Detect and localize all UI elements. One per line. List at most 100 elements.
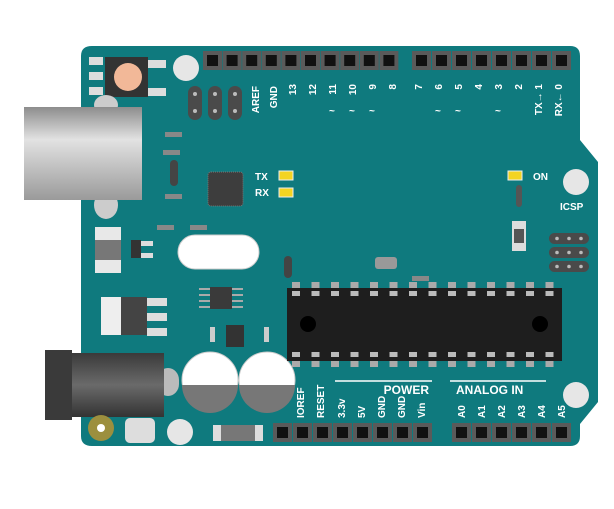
analog-header-pin[interactable] [512,423,531,442]
analog-in-title: ANALOG IN [456,383,523,397]
power-header-pin[interactable] [333,423,352,442]
digital-header-pin[interactable] [552,51,571,70]
digital-header-pin[interactable] [512,51,531,70]
chip-pin [350,291,359,296]
chip-pin [487,291,495,296]
power-header-pin[interactable] [393,423,412,442]
analog-header-pin[interactable] [532,423,551,442]
analog-header-pin[interactable] [492,423,511,442]
digital-header-pin[interactable] [261,51,281,70]
chip-pin [487,361,495,367]
power-header-pin[interactable] [373,423,392,442]
digital-pin-label: 10 [348,84,359,96]
digital-header-pin[interactable] [281,51,301,70]
chip-pin [350,282,359,288]
power-header-pin[interactable] [313,423,332,442]
digital-header-pin[interactable] [359,51,379,70]
digital-header-pin[interactable] [320,51,340,70]
digital-pin-label: RX← 0 [554,84,565,117]
icsp-header[interactable] [549,233,589,272]
chip-pin [506,361,515,367]
chip-pin [428,282,437,288]
reset-button[interactable] [89,57,166,97]
usb-connector [24,95,142,219]
digital-pin-label: 3 [494,84,505,90]
chip-pin [467,361,476,367]
chip-pin [389,352,398,357]
analog-header-pin[interactable] [472,423,491,442]
on-led-label: ON [533,172,548,183]
digital-header-pin[interactable] [532,51,551,70]
rx-led-label: RX [255,188,269,199]
chip-pin [311,282,320,288]
chip-pin [350,361,359,367]
regulators [95,227,243,336]
analog-header-pin[interactable] [452,423,471,442]
electrolytic-capacitors [181,351,296,413]
digital-header-pin[interactable] [432,51,451,70]
chip-pin [331,282,339,288]
pwm-mark: ~ [329,106,335,117]
analog-pin-label: A0 [457,405,468,418]
digital-pin-label: 5 [454,84,465,90]
crystal-oscillator [177,234,260,270]
digital-pin-label: GND [269,86,280,108]
led-indicators [278,170,523,198]
digital-header-pin[interactable] [242,51,262,70]
digital-header-pin[interactable] [203,51,222,70]
digital-header-pin[interactable] [472,51,491,70]
digital-header-pin[interactable] [340,51,360,70]
chip-pin [331,361,339,367]
power-header-pin[interactable] [413,423,432,442]
digital-pin-label: 13 [288,84,299,96]
power-title: POWER [384,383,430,397]
chip-pin [370,352,378,357]
atmega-chip [287,282,562,367]
analog-pin-label: A1 [477,405,488,418]
chip-pin [331,291,339,296]
chip-pin [292,352,300,357]
power-pin-label: 3.3v [337,398,348,418]
digital-header-pin[interactable] [222,51,242,70]
chip-pin [389,361,398,367]
chip-pin [311,361,320,367]
power-pin-label: 5V [357,405,368,418]
chip-pin [526,291,534,296]
analog-pin-label: A4 [537,405,548,418]
digital-header-pin[interactable] [452,51,471,70]
tx-led-label: TX [255,172,268,183]
chip-pin [311,352,320,357]
chip-pin [389,291,398,296]
digital-header-pin[interactable] [412,51,431,70]
pwm-mark: ~ [495,106,501,117]
chip-pin [428,361,437,367]
chip-pin [428,291,437,296]
chip-pin [506,352,515,357]
power-header-pin[interactable] [293,423,312,442]
chip-pin [506,291,515,296]
power-header-pin[interactable] [353,423,372,442]
power-pin-label: GND [397,396,408,418]
digital-pin-label: 11 [328,84,339,95]
chip-pin [389,282,398,288]
chip-pin [292,361,300,367]
digital-pin-label: 8 [388,84,399,90]
digital-pin-label: 9 [368,84,379,90]
chip-pin [487,352,495,357]
chip-pin [370,282,378,288]
chip-pin [448,352,456,357]
power-header-pin[interactable] [273,423,292,442]
digital-header-pin[interactable] [379,51,399,70]
jumper-pins [188,86,242,120]
digital-header-pin[interactable] [301,51,320,70]
chip-pin [506,282,515,288]
chip-pin [487,282,495,288]
chip-pin [292,291,300,296]
power-pin-label: GND [377,396,388,418]
digital-header-pin[interactable] [492,51,511,70]
chip-pin [448,361,456,367]
chip-pin [292,282,300,288]
chip-pin [545,291,554,296]
analog-header-pin[interactable] [552,423,571,442]
